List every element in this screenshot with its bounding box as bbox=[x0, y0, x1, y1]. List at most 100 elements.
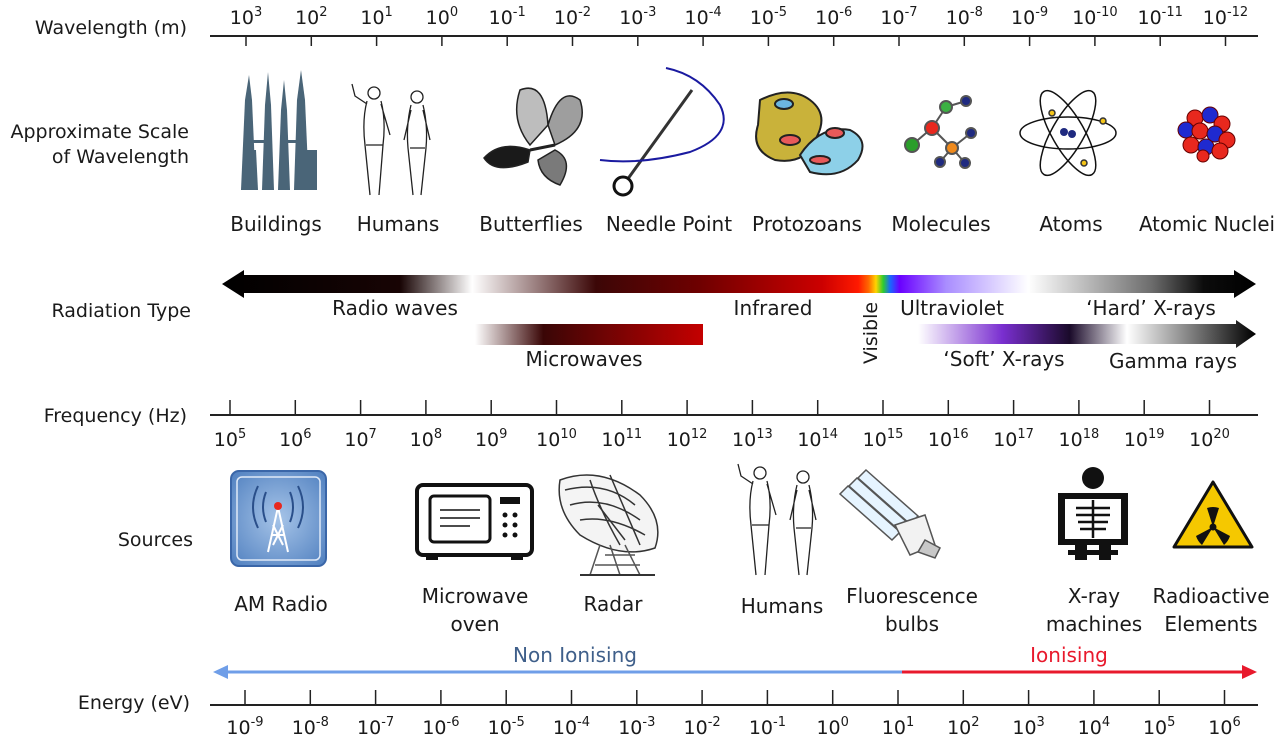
scale-row-label-line2: of Wavelength bbox=[52, 146, 189, 168]
energy-tick-label-1: 10-8 bbox=[292, 715, 329, 739]
wavelength-tick-label-14: 10-11 bbox=[1137, 5, 1182, 29]
frequency-tick-label-12: 1017 bbox=[993, 427, 1034, 451]
energy-tick-label-7: 10-2 bbox=[684, 715, 721, 739]
frequency-row-label: Frequency (Hz) bbox=[44, 405, 187, 427]
energy-tick-label-5: 10-4 bbox=[553, 715, 590, 739]
wavelength-tick-label-6: 10-3 bbox=[619, 5, 656, 29]
frequency-tick-label-13: 1018 bbox=[1059, 427, 1100, 451]
source-label-radar: Radar bbox=[584, 592, 644, 616]
butterfly-icon bbox=[483, 87, 583, 186]
wavelength-ticks: 103 102 101 100 10-1 10-2 10-3 10-4 10-5 10-6 10-7… bbox=[230, 5, 1248, 46]
wavelength-tick-label-2: 101 bbox=[360, 5, 392, 29]
frequency-tick-label-7: 1012 bbox=[667, 427, 708, 451]
protozoan-icon bbox=[755, 91, 864, 176]
frequency-tick-label-2: 107 bbox=[344, 427, 376, 451]
sources-row-label: Sources bbox=[118, 529, 193, 551]
microwaves-label: Microwaves bbox=[525, 347, 642, 371]
energy-tick-label-2: 10-7 bbox=[357, 715, 394, 739]
source-label-am-radio: AM Radio bbox=[234, 592, 328, 616]
buildings-icon bbox=[241, 70, 317, 190]
scale-label-atoms: Atoms bbox=[1039, 212, 1102, 236]
frequency-tick-label-5: 1010 bbox=[536, 427, 577, 451]
ionising-arrow-head bbox=[1242, 665, 1257, 679]
frequency-tick-label-15: 1020 bbox=[1189, 427, 1230, 451]
scale-label-atomic-nuclei: Atomic Nuclei bbox=[1139, 212, 1275, 236]
nucleus-icon bbox=[1177, 106, 1236, 163]
wavelength-tick-label-0: 103 bbox=[230, 5, 262, 29]
wavelength-tick-label-7: 10-4 bbox=[685, 5, 722, 29]
energy-row-label: Energy (eV) bbox=[78, 692, 190, 714]
frequency-tick-label-4: 109 bbox=[475, 427, 507, 451]
scale-row-label-line1: Approximate Scale bbox=[10, 121, 189, 143]
microwave-oven-icon bbox=[415, 483, 534, 560]
non-ionising-arrow-head bbox=[213, 665, 228, 679]
wavelength-tick-label-10: 10-7 bbox=[880, 5, 917, 29]
needle-icon bbox=[599, 67, 725, 197]
source-label-radioactive-line1: Radioactive bbox=[1153, 584, 1270, 608]
wavelength-tick-label-9: 10-6 bbox=[815, 5, 852, 29]
gamma-rays-label: Gamma rays bbox=[1109, 349, 1237, 373]
energy-tick-label-3: 10-6 bbox=[422, 715, 459, 739]
humans-source-icon bbox=[737, 463, 817, 576]
ultraviolet-label: Ultraviolet bbox=[900, 296, 1004, 320]
energy-tick-label-14: 105 bbox=[1143, 715, 1175, 739]
source-label-fluorescence-line2: bulbs bbox=[885, 612, 939, 636]
energy-tick-label-12: 103 bbox=[1012, 715, 1044, 739]
energy-tick-label-13: 104 bbox=[1078, 715, 1110, 739]
scale-label-needle-point: Needle Point bbox=[606, 212, 732, 236]
wavelength-tick-label-13: 10-10 bbox=[1072, 5, 1117, 29]
source-label-humans: Humans bbox=[741, 594, 824, 618]
energy-tick-label-0: 10-9 bbox=[226, 715, 263, 739]
atom-icon bbox=[1019, 89, 1117, 177]
scale-label-butterflies: Butterflies bbox=[479, 212, 583, 236]
wavelength-tick-label-5: 10-2 bbox=[554, 5, 591, 29]
wavelength-tick-label-11: 10-8 bbox=[946, 5, 983, 29]
source-label-radioactive-line2: Elements bbox=[1164, 612, 1257, 636]
xray-gamma-band bbox=[918, 320, 1256, 348]
frequency-tick-label-3: 108 bbox=[410, 427, 442, 451]
scale-label-molecules: Molecules bbox=[891, 212, 990, 236]
source-label-fluorescence-line1: Fluorescence bbox=[846, 584, 978, 608]
hard-xrays-label: ‘Hard’ X-rays bbox=[1086, 296, 1216, 320]
wavelength-tick-label-8: 10-5 bbox=[750, 5, 787, 29]
frequency-tick-label-0: 105 bbox=[214, 427, 246, 451]
wavelength-tick-label-1: 102 bbox=[295, 5, 327, 29]
scale-label-protozoans: Protozoans bbox=[752, 212, 862, 236]
energy-tick-label-10: 101 bbox=[882, 715, 914, 739]
scale-label-humans: Humans bbox=[357, 212, 440, 236]
wavelength-tick-label-15: 10-12 bbox=[1203, 5, 1248, 29]
energy-tick-label-6: 10-3 bbox=[618, 715, 655, 739]
energy-tick-label-15: 106 bbox=[1208, 715, 1240, 739]
radiation-row-label: Radiation Type bbox=[52, 300, 192, 322]
source-label-xray-line1: X-ray bbox=[1068, 584, 1120, 608]
radar-icon bbox=[558, 474, 659, 576]
soft-xrays-label: ‘Soft’ X-rays bbox=[943, 347, 1064, 371]
source-label-microwave-line1: Microwave bbox=[422, 584, 529, 608]
scale-label-buildings: Buildings bbox=[230, 212, 322, 236]
source-label-xray-line2: machines bbox=[1046, 612, 1142, 636]
frequency-tick-label-14: 1019 bbox=[1124, 427, 1165, 451]
energy-tick-label-4: 10-5 bbox=[488, 715, 525, 739]
frequency-tick-label-11: 1016 bbox=[928, 427, 969, 451]
infrared-label: Infrared bbox=[734, 296, 813, 320]
molecule-icon bbox=[904, 95, 977, 169]
xray-machine-icon bbox=[1058, 467, 1128, 560]
radio-waves-label: Radio waves bbox=[332, 296, 458, 320]
frequency-tick-label-10: 1015 bbox=[863, 427, 904, 451]
wavelength-tick-label-3: 100 bbox=[426, 5, 458, 29]
wavelength-tick-label-4: 10-1 bbox=[489, 5, 526, 29]
wavelength-tick-label-12: 10-9 bbox=[1011, 5, 1048, 29]
source-label-microwave-line2: oven bbox=[450, 612, 499, 636]
frequency-tick-label-9: 1014 bbox=[797, 427, 838, 451]
non-ionising-label: Non Ionising bbox=[513, 643, 637, 667]
am-radio-icon bbox=[230, 470, 327, 567]
energy-tick-label-11: 102 bbox=[947, 715, 979, 739]
frequency-tick-label-6: 1011 bbox=[601, 427, 642, 451]
energy-tick-label-8: 10-1 bbox=[749, 715, 786, 739]
fluorescent-bulb-icon bbox=[838, 468, 941, 559]
wavelength-row-label: Wavelength (m) bbox=[35, 17, 187, 39]
